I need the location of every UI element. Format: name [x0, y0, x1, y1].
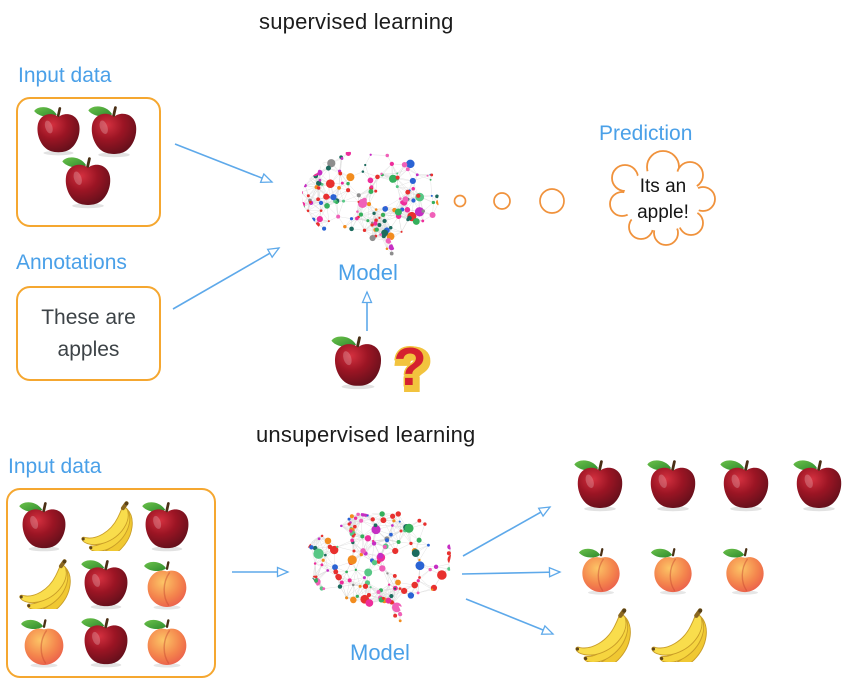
annotations-label: Annotations — [16, 251, 127, 274]
supervised-input-box — [16, 97, 161, 227]
apple-image — [60, 154, 116, 210]
supervised-input-items — [18, 99, 159, 225]
unsupervised-input-grid — [14, 498, 197, 671]
peach-image — [575, 544, 627, 596]
unsupervised-model-label: Model — [350, 640, 410, 665]
arrow-input-to-model — [174, 143, 274, 184]
peach-image — [719, 544, 771, 596]
supervised-input-label: Input data — [18, 64, 112, 87]
annotations-text: These are apples — [18, 288, 159, 379]
apple-image — [718, 457, 774, 513]
annotations-line-1: These are — [41, 306, 136, 329]
apple-image — [645, 457, 701, 513]
model-brain-image-2 — [291, 502, 459, 632]
thought-dots — [453, 188, 565, 214]
apple-image — [572, 457, 628, 513]
annotations-line-2: apples — [57, 337, 120, 361]
apple-image — [17, 499, 71, 553]
peach-image — [647, 544, 699, 596]
cluster-row-apples — [572, 457, 847, 513]
arrow-model-to-peaches — [461, 566, 562, 578]
peach-image — [17, 615, 71, 669]
model-brain-image — [289, 143, 447, 263]
apple-image — [79, 615, 133, 669]
arrow-annotations-to-model — [172, 247, 281, 310]
peach-image — [140, 557, 194, 611]
svg-text:?: ? — [397, 340, 430, 400]
brain-network-graphic — [301, 150, 440, 256]
apple-image — [79, 557, 133, 611]
query-apple-image — [329, 333, 387, 391]
supervised-title: supervised learning — [259, 9, 454, 34]
brain-network-graphic — [304, 510, 452, 623]
question-mark-icon: ? ? — [392, 336, 432, 401]
bubble-line-2: apple! — [637, 202, 689, 223]
svg-text:?: ? — [394, 337, 427, 397]
annotations-box: These are apples — [16, 286, 161, 381]
peach-image — [140, 615, 194, 669]
thought-bubble — [609, 150, 716, 246]
apple-image — [86, 103, 142, 159]
apple-image — [791, 457, 847, 513]
apple-image — [140, 499, 194, 553]
bubble-text: Its an apple! — [599, 174, 727, 226]
unsupervised-title: unsupervised learning — [256, 422, 476, 447]
arrow-model-to-bananas — [465, 598, 555, 635]
banana-image — [15, 559, 73, 609]
arrow-model-to-apples — [462, 506, 552, 557]
cluster-row-peaches — [575, 544, 771, 596]
banana-image — [77, 501, 135, 551]
supervised-model-label: Model — [338, 260, 398, 285]
banana-image — [646, 608, 710, 662]
apple-image — [32, 104, 85, 157]
banana-image — [570, 608, 634, 662]
bubble-line-1: Its an — [639, 176, 687, 198]
unsupervised-input-box — [6, 488, 216, 678]
prediction-label: Prediction — [599, 122, 693, 145]
unsupervised-input-label: Input data — [8, 455, 102, 478]
cluster-row-bananas — [570, 608, 710, 662]
apple-image — [329, 333, 387, 391]
